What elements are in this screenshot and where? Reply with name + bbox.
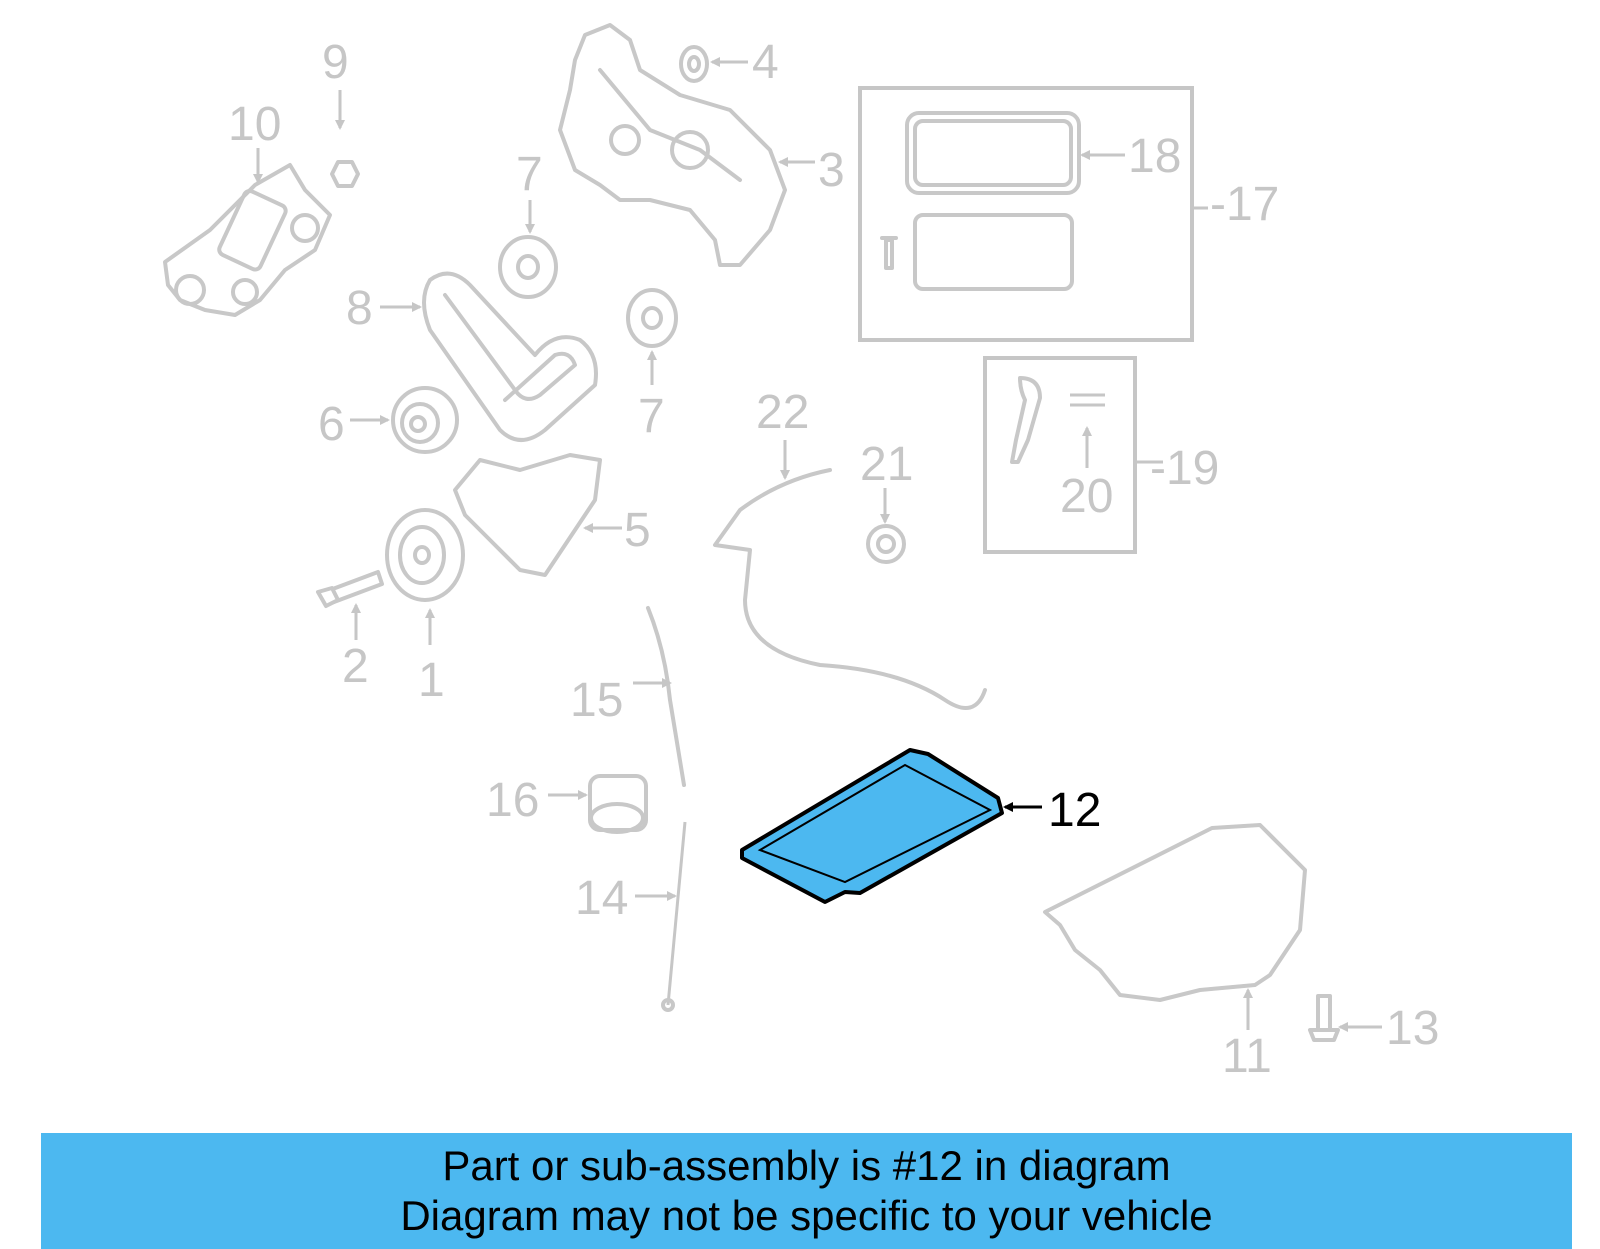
part-13-bolt [1308,994,1340,1042]
callout-22: 22 [756,386,809,439]
part-4-washer [679,45,709,83]
part-6-pulley [391,386,459,454]
callout-4: 4 [752,36,779,89]
callout-9: 9 [322,36,349,89]
part-17-pan-gasket [913,213,1074,291]
part-16-oil-filter [588,774,648,834]
part-14-dipstick [666,821,687,1006]
part-20-clip [1070,393,1105,407]
part-17-bolt [880,236,898,270]
part-3-front-cover [558,23,787,267]
part-8-belt [422,271,598,442]
callout-20: 20 [1060,470,1113,523]
part-22-harness [713,468,987,710]
part-10-oil-filter-housing [163,163,332,317]
callout-1: 1 [418,654,445,707]
callout-16: 16 [486,774,539,827]
callout-leaders [253,57,1382,1032]
callout-19: -19 [1150,442,1219,495]
callout-13: 13 [1386,1002,1439,1055]
part-14-dipstick-end [661,998,675,1012]
callout-10: 10 [228,98,281,151]
callout-15: 15 [570,674,623,727]
part-7-idler-lower [626,288,678,348]
part-11-oil-pan [1043,823,1307,1002]
part-19-kit-box [983,356,1137,554]
part-12-oil-pan-gasket [740,748,1004,904]
callout-5: 5 [624,504,651,557]
callout-2: 2 [342,640,369,693]
part-21-sensor [866,524,906,564]
footer-banner: Part or sub-assembly is #12 in diagram D… [41,1133,1572,1249]
part-17-gasket-kit-box [858,86,1194,342]
footer-disclaimer: Diagram may not be specific to your vehi… [400,1192,1213,1239]
callout-11: 11 [1222,1030,1272,1083]
part-1-crank-pulley [385,508,465,602]
part-5-timing-plate [453,453,602,577]
part-9-plug [330,160,360,188]
callout-18: 18 [1128,130,1181,183]
callout-3: 3 [818,144,845,197]
part-18-gasket [905,111,1081,195]
callout-7-upper: 7 [516,148,543,201]
callout-14: 14 [575,872,628,925]
footer-part-note: Part or sub-assembly is #12 in diagram [442,1142,1171,1189]
callout-7-lower: 7 [638,390,665,443]
part-7-idler-upper [498,235,558,299]
callout-6: 6 [318,398,345,451]
part-15-dipstick-tube [646,606,686,787]
part-19-tube [1010,376,1042,464]
callout-17: -17 [1210,178,1279,231]
callout-12: 12 [1048,784,1101,837]
callout-8: 8 [346,282,373,335]
part-2-bolt [316,570,384,608]
callout-21: 21 [860,438,913,491]
